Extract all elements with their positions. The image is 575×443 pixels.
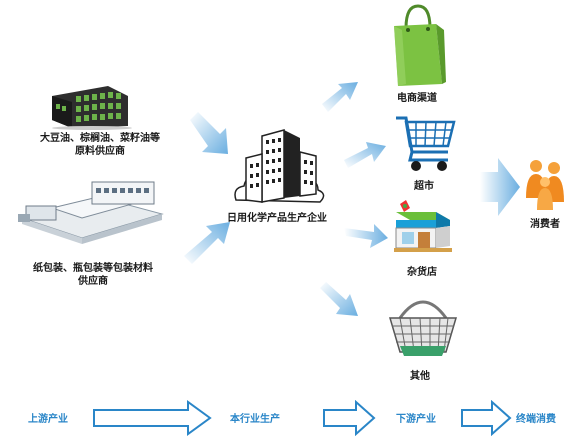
arrow-supplier-top-to-enterprise-icon <box>188 112 234 158</box>
arrow-to-store-icon <box>342 222 390 250</box>
arrow-to-other-icon <box>318 280 362 320</box>
enterprise-label: 日用化学产品生产企业 <box>227 213 327 224</box>
stream-stage-upstream: 上游产业 <box>28 414 68 425</box>
supplier-bottom-label-line1: 纸包装、瓶包装等包装材料 <box>33 263 153 274</box>
stream-arrow-3-icon <box>460 400 512 436</box>
shopping-basket-icon <box>386 288 460 362</box>
channel-supermarket-label: 超市 <box>414 181 434 192</box>
arrow-supplier-bottom-to-enterprise-icon <box>182 222 236 266</box>
channel-store-label: 杂货店 <box>407 267 437 278</box>
convenience-store-icon <box>392 200 454 256</box>
stream-stage-industry: 本行业生产 <box>230 414 280 425</box>
supplier-bottom-label-line2: 供应商 <box>78 276 108 287</box>
channel-online-label: 电商渠道 <box>397 93 437 104</box>
supplier-bottom-label: 纸包装、瓶包装等包装材料 供应商 <box>18 262 168 288</box>
stream-arrow-2-icon <box>322 400 376 436</box>
stream-stage-downstream: 下游产业 <box>396 414 436 425</box>
consumer-label: 消费者 <box>530 219 560 230</box>
channel-other-label: 其他 <box>410 371 430 382</box>
arrow-to-online-icon <box>320 80 360 114</box>
enterprise-building-icon <box>232 128 328 212</box>
supplier-bottom-factory-icon <box>12 178 172 250</box>
shopping-cart-icon <box>394 112 458 174</box>
supplier-top-label-line2: 原料供应商 <box>75 146 125 157</box>
consumer-people-icon <box>524 158 566 210</box>
stream-stage-terminal: 终端消费 <box>516 414 556 425</box>
stream-arrow-1-icon <box>92 400 212 436</box>
supplier-top-building-icon <box>48 82 132 130</box>
supplier-top-label-line1: 大豆油、棕榈油、菜籽油等 <box>40 133 160 144</box>
supplier-top-label: 大豆油、棕榈油、菜籽油等 原料供应商 <box>36 132 164 158</box>
shopping-bag-icon <box>388 4 448 88</box>
arrow-to-supermarket-icon <box>342 140 388 170</box>
arrow-to-consumer-icon <box>478 156 522 218</box>
